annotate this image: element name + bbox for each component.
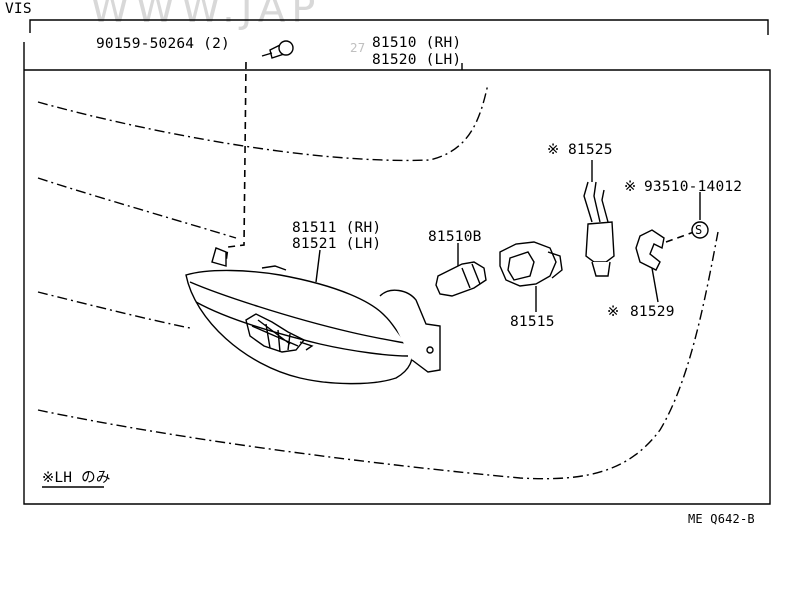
asterisk-bracket: ※ xyxy=(607,304,619,320)
label-lamp-assy-lh: 81520 (LH) xyxy=(372,52,461,68)
label-lamp-assy-rh: 81510 (RH) xyxy=(372,35,461,51)
wire-harness-part xyxy=(583,181,615,277)
leader-bracket xyxy=(651,267,659,303)
leader-screw xyxy=(225,61,247,263)
note-lh-only: ※LH のみ xyxy=(42,470,111,486)
label-screw-number: 90159-50264 (2) xyxy=(96,36,230,52)
section-label: VIS xyxy=(5,1,32,17)
bumper-contour-4 xyxy=(37,231,719,480)
asterisk-clip: ※ xyxy=(624,179,636,195)
diagram-code: ME Q642-B xyxy=(688,512,755,526)
outer-frame xyxy=(23,19,771,505)
bumper-contour-3 xyxy=(37,291,191,329)
asterisk-wire: ※ xyxy=(547,142,559,158)
label-lens-rh: 81511 (RH) xyxy=(292,220,381,236)
watermark-text: WWW.JAP xyxy=(90,0,321,32)
label-bulb-number: 81510B xyxy=(428,229,482,245)
socket-part xyxy=(499,241,563,287)
svg-text:S: S xyxy=(695,223,702,237)
label-bracket-number: 81529 xyxy=(630,304,675,320)
lamp-assembly xyxy=(185,247,441,385)
label-wire-number: 81525 xyxy=(568,142,613,158)
label-socket-number: 81515 xyxy=(510,314,555,330)
label-lens-lh: 81521 (LH) xyxy=(292,236,381,252)
bracket-part xyxy=(635,229,695,271)
bumper-contour-2 xyxy=(37,177,237,239)
leader-lens xyxy=(315,249,321,283)
label-clip-number: 93510-14012 xyxy=(644,179,742,195)
watermark-small: 27 xyxy=(350,41,365,55)
bumper-contour-1 xyxy=(37,83,489,162)
screw-part xyxy=(261,40,294,59)
clip-part: S xyxy=(691,221,709,239)
bulb-part xyxy=(435,261,487,297)
